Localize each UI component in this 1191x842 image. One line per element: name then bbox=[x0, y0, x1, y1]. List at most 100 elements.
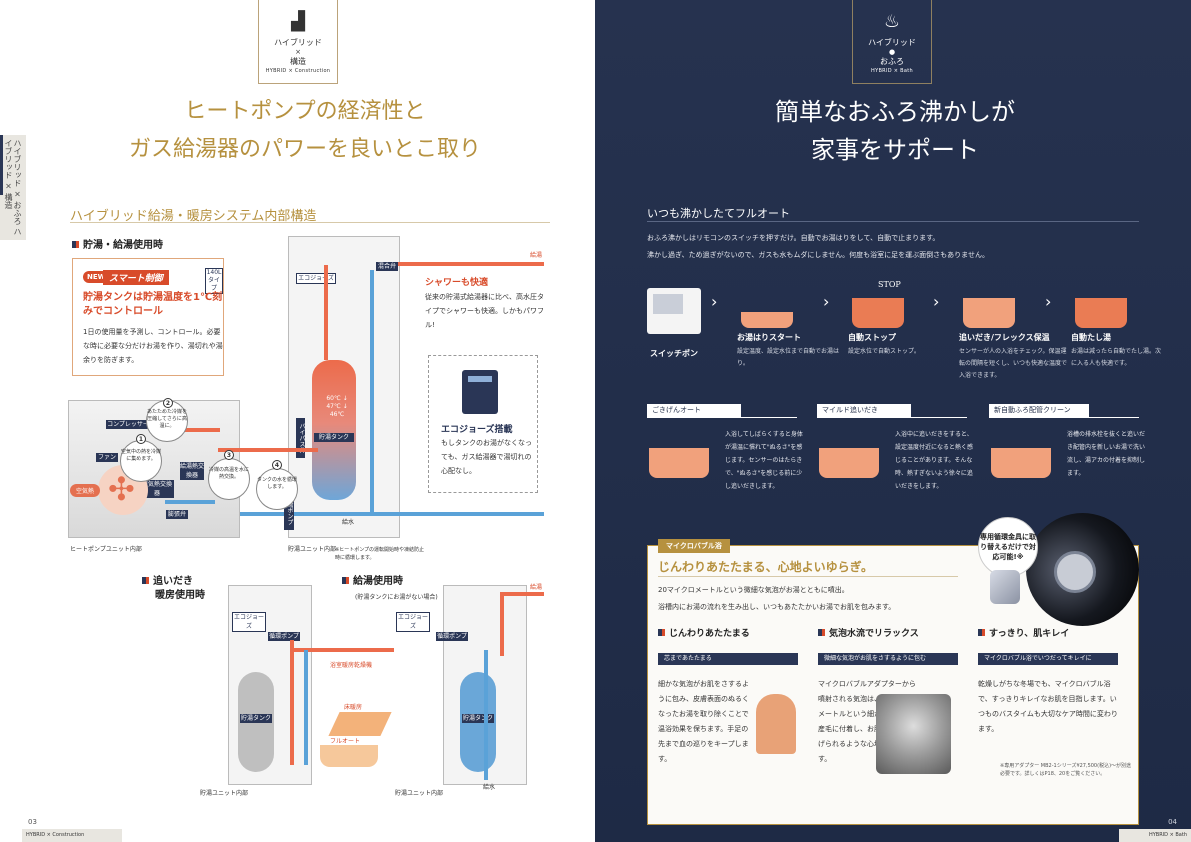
storage-tank bbox=[312, 360, 356, 500]
remote-control-icon bbox=[647, 288, 701, 334]
step-number-4: 4 bbox=[272, 460, 282, 470]
bathtub-icon bbox=[320, 745, 378, 767]
step-auto-refill: 自動たし湯 お湯は減ったら自動でたし湯。次に入る人も快適です。 bbox=[1071, 288, 1161, 367]
smart-headline: 貯湯タンクは貯湯温度を1℃刻みでコントロール bbox=[83, 292, 223, 317]
col-clean: すっきり、肌キレイ マイクロバブル浴でいつだってキレイに 乾燥しがちな冬場でも、… bbox=[978, 629, 1118, 733]
section-divider bbox=[70, 222, 550, 223]
tank-label: 貯湯タンク bbox=[314, 433, 354, 442]
mixing-valve-label: 混合弁 bbox=[376, 262, 398, 271]
step-number-2: 2 bbox=[163, 398, 173, 408]
square-bullet-icon bbox=[658, 629, 665, 636]
bathtub-icon: ♨ bbox=[883, 11, 901, 32]
badge-line1: ハイブリッド bbox=[274, 38, 322, 47]
section-title: いつも沸かしたてフルオート bbox=[647, 207, 790, 220]
pump-label: 貯湯ポンプ bbox=[284, 490, 294, 530]
switch-label: スイッチポン bbox=[650, 349, 698, 358]
reheat-tank-label: 貯湯タンク bbox=[240, 714, 272, 723]
reheat-caption: 貯湯ユニット内部 bbox=[200, 790, 249, 797]
ecojoz-callout: エコジョーズ搭載 もしタンクのお湯がなくなっても、ガス給湯器で湯切れの心配なし。 bbox=[428, 355, 538, 493]
col-warm: じんわりあたたまる 芯まであたたまる 細かな気泡がお肌をさするように包み、皮膚表… bbox=[658, 626, 808, 767]
footer-label: HYBRID × Construction bbox=[22, 829, 122, 842]
chevron-right-icon: › bbox=[1045, 292, 1052, 311]
side-tab[interactable]: ハイブリッド × おふろ ハイブリッド × 構造 bbox=[0, 135, 26, 240]
reheat-hot-pipe bbox=[290, 640, 294, 765]
note-4: タンクの水を循環します。 bbox=[256, 468, 298, 510]
tub-refill-icon bbox=[1071, 288, 1127, 330]
microbubble-tag: マイクロバブル浴 bbox=[658, 539, 730, 553]
bath-badge: ♨ ハイブリッド ● おふろ HYBRID × Bath bbox=[852, 0, 932, 84]
fan-label: ファン bbox=[96, 453, 118, 462]
bath-dryer-label: 浴室暖房乾燥機 bbox=[330, 662, 373, 669]
reheat-heading: 追いだき 暖房使用時 bbox=[142, 575, 205, 603]
supply-ecojoz-label: エコジョーズ bbox=[396, 612, 430, 632]
evaporator-label: 空気熱交換器 bbox=[140, 480, 174, 498]
square-bullet-icon bbox=[142, 577, 149, 584]
stop-label: STOP bbox=[878, 280, 901, 289]
water-in-label: 給水 bbox=[342, 519, 355, 526]
heat-pump-caption: ヒートポンプユニット内部 bbox=[70, 546, 142, 553]
microbubble-desc: 20マイクロメートルという微細な気泡がお湯とともに噴出。 浴槽内にお湯の流れを生… bbox=[658, 586, 896, 611]
square-bullet-icon bbox=[342, 577, 349, 584]
supply-caption: 貯湯ユニット内部 bbox=[395, 790, 444, 797]
microbubble-footnote: ※専用アダプター MB2-1シリーズ¥27,500(税込)〜が別途必要です。詳し… bbox=[1000, 763, 1132, 777]
hot-out-label: 給湯 bbox=[530, 252, 543, 259]
page-title: 簡単なおふろ沸かしが 家事をサポート bbox=[775, 98, 1015, 164]
step-reheat: 追いだき/フレックス保温 センサーが人の入浴をチェック。保温運転の間隔を短くし、… bbox=[959, 288, 1067, 379]
reheat-ecojoz-label: エコジョーズ bbox=[232, 612, 266, 632]
supply-hot-out-pipe bbox=[500, 592, 544, 596]
adapter-callout: 専用循環金具に取り替えるだけで対応可能!※ bbox=[978, 517, 1038, 577]
footer-label: HYBRID × Bath bbox=[1119, 829, 1191, 842]
supply-hot-out-label: 給湯 bbox=[530, 584, 543, 591]
side-tab-label: ハイブリッド × おふろ ハイブリッド × 構造 bbox=[4, 139, 22, 236]
tank-temperatures: 60℃ ↓ 47℃ ↓ 46℃ bbox=[326, 395, 348, 418]
section-title: ハイブリッド給湯・暖房システム内部構造 bbox=[70, 209, 317, 224]
circulation-note: ※ヒートポンプの運転開始時や凍結防止時に循環します。 bbox=[335, 547, 425, 561]
storage-unit-caption: 貯湯ユニット内部 bbox=[288, 546, 337, 553]
step-number-3: 3 bbox=[224, 450, 234, 460]
water-pipe bbox=[370, 270, 374, 515]
badge-line3: 構造 bbox=[290, 57, 306, 66]
microbubble-jet-photo bbox=[1026, 513, 1139, 626]
note-3: 冷媒の高温を水に熱交換。 bbox=[208, 458, 250, 500]
sub-heading: 貯湯・給湯使用時 bbox=[72, 236, 163, 251]
tub-full-icon bbox=[848, 288, 904, 330]
tub-mild-icon bbox=[817, 438, 881, 478]
water-in-pipe bbox=[218, 512, 544, 516]
page-number: 03 bbox=[28, 818, 37, 826]
floor-heating-icon bbox=[328, 712, 392, 736]
feature-pipe-clean: 新自動ふろ配管クリーン 浴槽の排水栓を抜くと追いだき配管内を新しいお湯で洗い流し… bbox=[989, 404, 1149, 478]
tub-warm-icon bbox=[647, 438, 711, 478]
reheat-return-pipe bbox=[304, 650, 308, 765]
bathing-person-illustration bbox=[744, 674, 802, 769]
new-badge: NEW bbox=[83, 271, 110, 283]
expansion-valve-label: 膨張弁 bbox=[166, 510, 188, 519]
tub-drain-icon bbox=[989, 438, 1053, 478]
supply-water-in-label: 給水 bbox=[483, 784, 496, 791]
supply-hot-pipe bbox=[500, 596, 504, 656]
feature-gokigen-auto: ごきげんオート 入浴してしばらくすると身体が湯温に慣れて"ぬるさ"を感じます。セ… bbox=[647, 404, 807, 490]
gas-heater-icon bbox=[462, 370, 498, 414]
smart-control-label: スマート制御 bbox=[103, 270, 169, 285]
construction-badge: ▟ ハイブリッド × 構造 HYBRID × Construction bbox=[258, 0, 338, 84]
badge-line4: HYBRID × Construction bbox=[265, 68, 331, 74]
col-relax: 気泡水流でリラックス 微細な気泡がお肌をさするように包む マイクロバブルアダプタ… bbox=[818, 626, 968, 767]
microbubble-title: じんわりあたたまる、心地よいゆらぎ。 bbox=[658, 560, 874, 574]
hot-out-pipe bbox=[398, 262, 544, 266]
building-icon: ▟ bbox=[291, 11, 305, 32]
bypass-label: バイパス弁 bbox=[296, 418, 305, 458]
step-number-1: 1 bbox=[136, 434, 146, 444]
page-number: 04 bbox=[1168, 818, 1177, 826]
chevron-right-icon: › bbox=[933, 292, 940, 311]
step-fill-start: お湯はりスタート 設定温度、設定水位まで自動でお湯はり。 bbox=[737, 288, 839, 367]
capacity-tag: 140L タイプ bbox=[205, 268, 223, 294]
smart-body: 1日の使用量を予測し、コントロール。必要な時に必要な分だけお湯を作り、湯切れや湯… bbox=[83, 328, 223, 364]
refrigerant-return-pipe bbox=[165, 500, 215, 504]
adapter-part-image bbox=[990, 570, 1020, 604]
chevron-right-icon: › bbox=[711, 292, 718, 311]
chevron-right-icon: › bbox=[823, 292, 830, 311]
side-tab-indicator bbox=[0, 135, 3, 195]
skin-bubbles-photo bbox=[876, 694, 951, 774]
page-title: ヒートポンプの経済性と ガス給湯器のパワーを良いとこ取り bbox=[128, 99, 481, 162]
right-page: ♨ ハイブリッド ● おふろ HYBRID × Bath 簡単なおふろ沸かしが … bbox=[595, 0, 1191, 842]
supply-water-pipe bbox=[484, 650, 488, 780]
